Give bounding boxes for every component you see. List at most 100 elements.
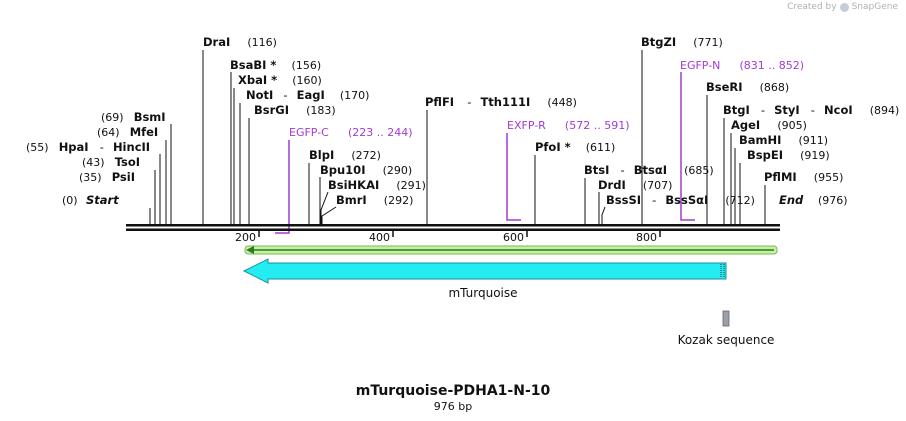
- enzyme-name: BlpI: [309, 148, 334, 162]
- enzyme-pos: (611): [586, 141, 616, 154]
- enzyme-label-mfei: (64) MfeI: [97, 121, 158, 140]
- enzyme-name: NcoI: [824, 103, 853, 117]
- enzyme-pos: (291): [396, 179, 426, 192]
- enzyme-separator: -: [467, 95, 471, 109]
- enzyme-label-bsssi: BssSI - BssSαI (712): [606, 189, 755, 208]
- enzyme-pos: (35): [79, 171, 102, 184]
- enzyme-label-btgzi: BtgZI (771): [641, 31, 723, 50]
- enzyme-pos: (160): [292, 74, 322, 87]
- enzyme-name: MfeI: [130, 125, 159, 139]
- enzyme-pos: (771): [693, 36, 723, 49]
- primer-label-egfp-c: EGFP-C (223 .. 244): [289, 121, 413, 140]
- credit-text: Created by: [787, 2, 837, 12]
- enzyme-label-btsi: BtsI - BtsαI (685): [584, 159, 714, 178]
- enzyme-label-bmri: BmrI (292): [336, 189, 413, 208]
- enzyme-label-psii: (35) PsiI: [79, 166, 135, 185]
- primer-name: EGFP-C: [289, 126, 329, 139]
- enzyme-pos: (43): [82, 156, 105, 169]
- start-position: (0): [62, 194, 78, 207]
- backbone-bottom-strand: [126, 228, 780, 231]
- enzyme-label-bspei: BspEI (919): [747, 144, 830, 163]
- tick-label: 800: [636, 231, 657, 244]
- feature-track-strand: [244, 245, 778, 255]
- dna-backbone: [126, 224, 780, 231]
- enzyme-pos: (116): [247, 36, 277, 49]
- enzyme-label-agei: AgeI (905): [731, 114, 807, 133]
- enzyme-name: BsiHKAI: [328, 178, 379, 192]
- enzyme-name: PflFI: [425, 95, 454, 109]
- enzyme-name: BssSαI: [665, 193, 708, 207]
- cut-line-bsssi: [601, 206, 606, 224]
- primer-mark-exfp-r: [506, 133, 521, 221]
- enzyme-name: BtgI: [723, 103, 750, 117]
- enzyme-name: BsaBI *: [230, 58, 276, 72]
- enzyme-pos: (894): [870, 104, 900, 117]
- enzyme-name: BsrGI: [254, 103, 289, 117]
- enzyme-label-btgi: BtgI - StyI - NcoI (894): [723, 99, 899, 118]
- enzyme-pos: (64): [97, 126, 120, 139]
- enzyme-label-bsabi: BsaBI * (156): [230, 54, 321, 73]
- enzyme-pos: (911): [799, 134, 829, 147]
- enzyme-separator: -: [652, 193, 656, 207]
- enzyme-name: Tth111I: [480, 95, 530, 109]
- enzyme-pos: (55): [26, 141, 49, 154]
- cut-line-bsihkai: [320, 191, 329, 224]
- enzyme-name: AgeI: [731, 118, 760, 132]
- primer-range: (572 .. 591): [565, 119, 630, 132]
- cut-site-lines: [149, 50, 766, 224]
- enzyme-label-bamhi: BamHI (911): [739, 129, 828, 148]
- backbone-top-strand: [126, 224, 780, 227]
- primer-mark-egfp-c: [275, 140, 290, 234]
- orf-arrow: [242, 258, 727, 284]
- start-label: Start: [86, 193, 119, 207]
- enzyme-pos: (707): [643, 179, 673, 192]
- enzyme-label-pflfi: PflFI - Tth111I (448): [425, 91, 577, 110]
- enzyme-pos: (292): [384, 194, 414, 207]
- enzyme-label-noti: NotI - EagI (170): [246, 84, 369, 103]
- end-position: (976): [818, 194, 848, 207]
- enzyme-pos: (685): [684, 164, 714, 177]
- orf-mturquoise: mTurquoise: [242, 258, 727, 300]
- enzyme-name: XbaI *: [238, 73, 277, 87]
- enzyme-label-drai: DraI (116): [203, 31, 277, 50]
- enzyme-label-bsmi: (69) BsmI: [101, 106, 166, 125]
- enzyme-pos: (183): [306, 104, 336, 117]
- tick-label: 400: [369, 231, 390, 244]
- enzyme-name: BsmI: [134, 110, 166, 124]
- enzyme-pos: (290): [383, 164, 413, 177]
- enzyme-name: BssSI: [606, 193, 641, 207]
- enzyme-separator: -: [620, 163, 624, 177]
- cut-line-bmri: [321, 206, 337, 224]
- enzyme-pos: (868): [760, 81, 790, 94]
- enzyme-name: PfoI *: [535, 140, 571, 154]
- enzyme-label-blpi: BlpI (272): [309, 144, 381, 163]
- enzyme-name: EagI: [297, 88, 325, 102]
- enzyme-label-bsihkai: BsiHKAI (291): [328, 174, 426, 193]
- primer-label-egfp-n: EGFP-N (831 .. 852): [680, 54, 804, 73]
- enzyme-name: Bpu10I: [320, 163, 365, 177]
- kozak-feature: Kozak sequence: [678, 310, 774, 347]
- enzyme-name: BtsαI: [634, 163, 667, 177]
- enzyme-pos: (712): [725, 194, 755, 207]
- scale-ticks: 200 400 600 800: [235, 231, 661, 244]
- enzyme-pos: (919): [800, 149, 830, 162]
- snapgene-logo-icon: [839, 2, 849, 12]
- enzyme-label-tsoi: (43) TsoI: [82, 151, 140, 170]
- enzyme-name: DraI: [203, 35, 230, 49]
- snapgene-credit: Created by SnapGene: [787, 2, 898, 12]
- enzyme-name: TsoI: [115, 155, 140, 169]
- map-length: 976 bp: [434, 400, 472, 413]
- enzyme-name: PflMI: [764, 170, 797, 184]
- enzyme-label-drdi: DrdI (707): [598, 174, 672, 193]
- primer-name: EGFP-N: [680, 59, 720, 72]
- enzyme-name: BtsI: [584, 163, 609, 177]
- enzyme-name: BmrI: [336, 193, 367, 207]
- kozak-box: [722, 310, 730, 327]
- enzyme-name: PsiI: [112, 170, 135, 184]
- primer-mark-egfp-n: [680, 72, 695, 221]
- enzyme-pos: (170): [340, 89, 370, 102]
- tick-label: 600: [503, 231, 524, 244]
- credit-brand: SnapGene: [851, 2, 898, 12]
- enzyme-label-bseri: BseRI (868): [706, 76, 789, 95]
